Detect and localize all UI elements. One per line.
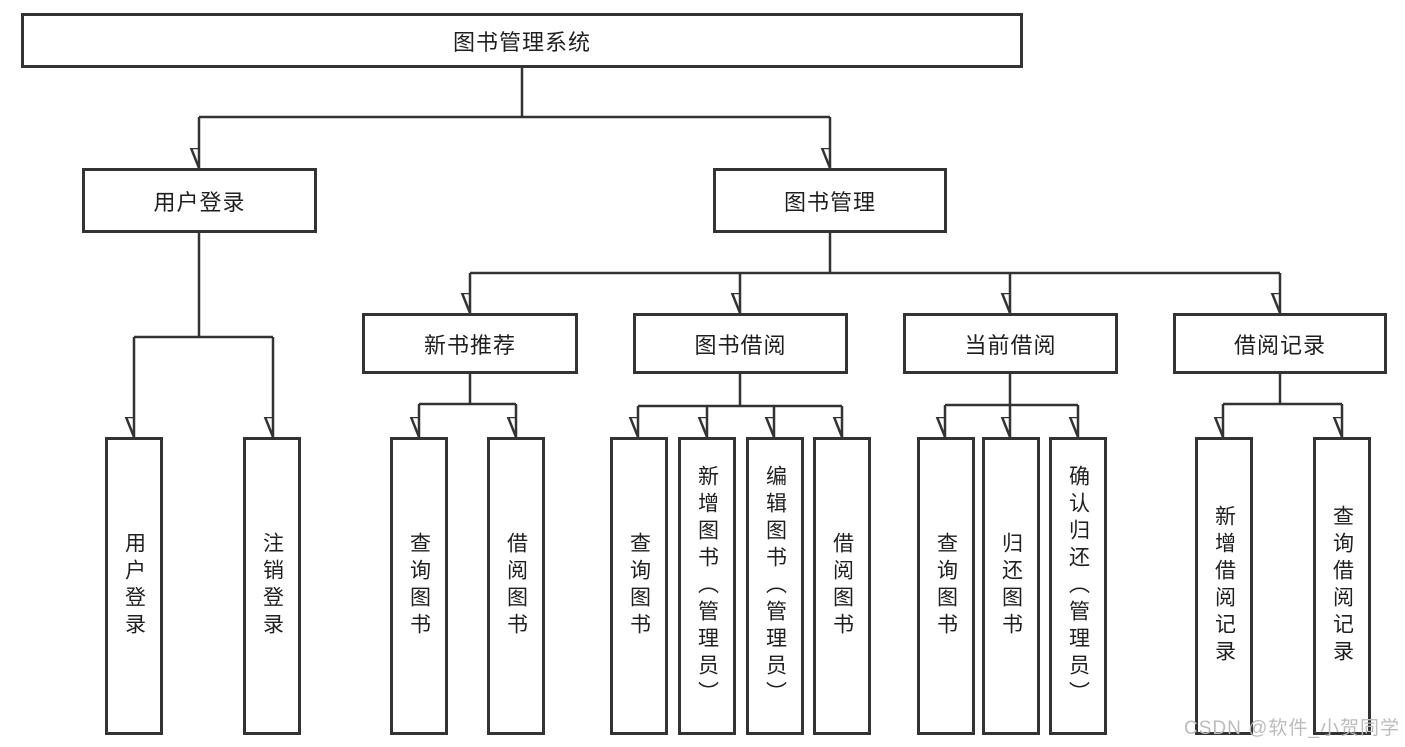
node-label: 借阅记录 xyxy=(1233,332,1326,358)
leaf-label: 查询图书 xyxy=(407,532,431,640)
leaf-label: 注销登录 xyxy=(260,532,284,640)
node-user-login: 用户登录 xyxy=(82,168,317,233)
leaf-search-book-recommend: 查询图书 xyxy=(390,437,448,735)
leaf-confirm-return-admin: 确认归还（管理员） xyxy=(1049,437,1107,735)
leaf-label: 查询图书 xyxy=(934,532,958,640)
connector-newbookrec-to-leaves xyxy=(419,374,518,437)
node-new-book-recommend: 新书推荐 xyxy=(362,313,578,374)
connector-bookmgmt-to-level3 xyxy=(470,233,1282,313)
leaf-label: 编辑图书（管理员） xyxy=(763,464,787,708)
connector-borrowrecords-to-leaves xyxy=(1223,374,1344,437)
leaf-return-book: 归还图书 xyxy=(982,437,1040,735)
leaf-label: 确认归还（管理员） xyxy=(1066,464,1090,708)
node-label: 图书管理系统 xyxy=(452,29,591,55)
leaf-label: 归还图书 xyxy=(999,532,1023,640)
leaf-user-login: 用户登录 xyxy=(105,437,163,735)
leaf-add-book-admin: 新增图书（管理员） xyxy=(678,437,736,735)
node-label: 图书借阅 xyxy=(694,332,787,358)
leaf-label: 借阅图书 xyxy=(830,532,854,640)
node-label: 当前借阅 xyxy=(964,332,1057,358)
node-root: 图书管理系统 xyxy=(21,13,1023,68)
node-current-borrow: 当前借阅 xyxy=(903,313,1118,374)
node-label: 新书推荐 xyxy=(423,332,516,358)
node-book-management: 图书管理 xyxy=(713,168,947,233)
leaf-label: 用户登录 xyxy=(122,532,146,640)
leaf-search-book-borrow: 查询图书 xyxy=(610,437,668,735)
connector-root-to-level2 xyxy=(199,68,832,168)
leaf-borrow-book-recommend: 借阅图书 xyxy=(487,437,545,735)
leaf-add-borrow-record: 新增借阅记录 xyxy=(1195,437,1253,735)
leaf-label: 新增图书（管理员） xyxy=(695,464,719,708)
node-label: 用户登录 xyxy=(153,189,246,215)
leaf-label: 查询图书 xyxy=(627,532,651,640)
leaf-search-borrow-record: 查询借阅记录 xyxy=(1313,437,1371,735)
node-label: 图书管理 xyxy=(783,189,876,215)
leaf-logout: 注销登录 xyxy=(243,437,301,735)
leaf-edit-book-admin: 编辑图书（管理员） xyxy=(746,437,804,735)
csdn-watermark: CSDN @软件_小贺同学 xyxy=(1184,718,1400,739)
connector-bookborrow-to-leaves xyxy=(638,374,844,437)
node-borrow-records: 借阅记录 xyxy=(1173,313,1387,374)
leaf-label: 查询借阅记录 xyxy=(1330,505,1354,667)
connector-userlogin-to-leaves xyxy=(134,233,275,437)
leaf-label: 新增借阅记录 xyxy=(1212,505,1236,667)
leaf-search-book-current: 查询图书 xyxy=(917,437,975,735)
leaf-borrow-book: 借阅图书 xyxy=(813,437,871,735)
leaf-label: 借阅图书 xyxy=(504,532,528,640)
node-book-borrow: 图书借阅 xyxy=(633,313,848,374)
connector-currentborrow-to-leaves xyxy=(945,374,1080,437)
